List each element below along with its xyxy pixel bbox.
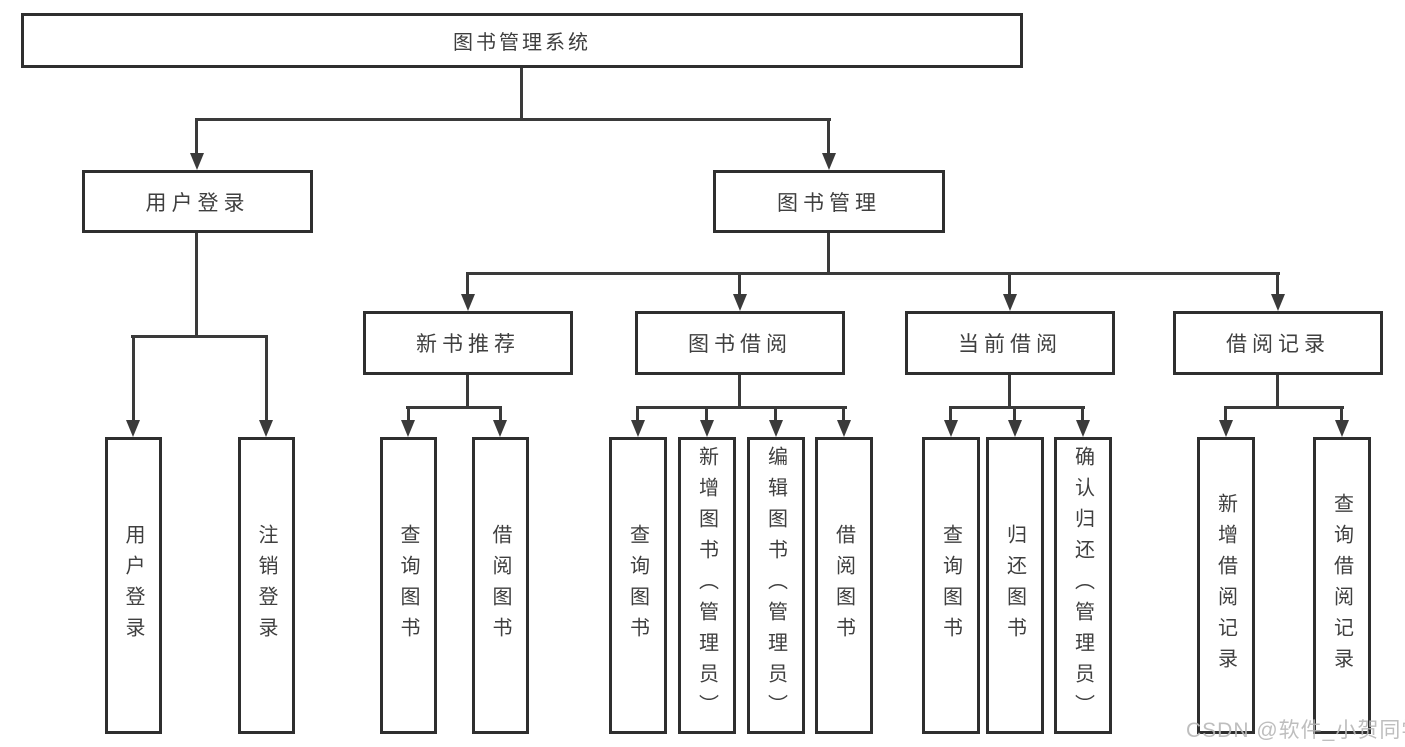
- arrow-down-icon: [631, 420, 645, 437]
- edge-to-cb-query: [949, 406, 952, 423]
- arrow-down-icon: [493, 420, 507, 437]
- leaf-logout: 注销登录: [238, 437, 295, 734]
- arrow-down-icon: [1219, 420, 1233, 437]
- edge-current-borrow-bar: [949, 406, 1085, 409]
- leaf-cb-return-books-label: 归还图书: [1003, 523, 1026, 648]
- leaf-cb-return-books: 归还图书: [986, 437, 1044, 734]
- node-book-borrow: 图书借阅: [635, 311, 845, 375]
- leaf-bb-edit-books: 编辑图书（管理员）: [747, 437, 805, 734]
- edge-to-nb-borrow: [499, 406, 502, 423]
- leaf-user-login: 用户登录: [105, 437, 162, 734]
- node-new-book-recommend-label: 新书推荐: [416, 333, 520, 356]
- arrow-down-icon: [700, 420, 714, 437]
- arrow-down-icon: [944, 420, 958, 437]
- edge-book-borrow-trunk: [738, 375, 741, 408]
- edge-to-bb-add: [705, 406, 708, 423]
- node-root-label: 图书管理系统: [453, 32, 591, 54]
- leaf-cb-confirm-return-label: 确认归还（管理员）: [1071, 446, 1094, 725]
- leaf-logout-label: 注销登录: [255, 523, 277, 648]
- leaf-br-query-record: 查询借阅记录: [1313, 437, 1371, 734]
- leaf-br-query-record-label: 查询借阅记录: [1330, 492, 1353, 679]
- edge-book-management-bar: [466, 272, 1280, 275]
- arrow-down-icon: [769, 420, 783, 437]
- watermark: CSDN @软件_小贺同学: [1186, 719, 1405, 742]
- leaf-bb-query-books: 查询图书: [609, 437, 667, 734]
- node-current-borrow-label: 当前借阅: [958, 333, 1062, 356]
- node-borrow-records-label: 借阅记录: [1226, 333, 1330, 356]
- node-user-login-label: 用户登录: [145, 191, 250, 215]
- arrow-down-icon: [259, 420, 273, 437]
- edge-book-management-trunk: [827, 233, 830, 274]
- edge-root-book-management: [827, 118, 830, 154]
- edge-user-login-bar: [131, 335, 268, 338]
- leaf-nb-query-books: 查询图书: [380, 437, 437, 734]
- edge-root-trunk: [520, 68, 523, 120]
- node-root: 图书管理系统: [21, 13, 1023, 68]
- edge-book-borrow-bar: [636, 406, 847, 409]
- edge-to-br-query: [1340, 406, 1343, 423]
- leaf-cb-confirm-return: 确认归还（管理员）: [1054, 437, 1112, 734]
- node-book-management-label: 图书管理: [777, 191, 881, 215]
- leaf-nb-borrow-books: 借阅图书: [472, 437, 529, 734]
- edge-new-book-bar: [406, 406, 502, 409]
- edge-borrow-records-trunk: [1276, 375, 1279, 408]
- edge-to-br-add: [1224, 406, 1227, 423]
- node-new-book-recommend: 新书推荐: [363, 311, 573, 375]
- edge-to-cb-return: [1013, 406, 1016, 423]
- edge-root-bar: [195, 118, 831, 121]
- edge-to-bb-query: [636, 406, 639, 423]
- node-borrow-records: 借阅记录: [1173, 311, 1383, 375]
- arrow-down-icon: [1335, 420, 1349, 437]
- node-current-borrow: 当前借阅: [905, 311, 1115, 375]
- leaf-nb-query-books-label: 查询图书: [397, 523, 419, 648]
- edge-to-new-book-recommend: [466, 272, 469, 298]
- leaf-bb-borrow-books: 借阅图书: [815, 437, 873, 734]
- arrow-down-icon: [126, 420, 140, 437]
- edge-to-current-borrow: [1008, 272, 1011, 298]
- edge-root-user-login: [195, 118, 198, 154]
- edge-to-cb-confirm: [1081, 406, 1084, 423]
- leaf-br-add-record: 新增借阅记录: [1197, 437, 1255, 734]
- edge-to-borrow-records: [1276, 272, 1279, 298]
- edge-to-ul-user-login: [132, 335, 135, 423]
- arrow-down-icon: [1003, 294, 1017, 311]
- leaf-user-login-label: 用户登录: [122, 523, 144, 648]
- edge-user-login-trunk: [195, 233, 198, 337]
- arrow-down-icon: [822, 153, 836, 170]
- leaf-bb-add-books-label: 新增图书（管理员）: [695, 446, 718, 725]
- leaf-bb-query-books-label: 查询图书: [626, 523, 649, 648]
- edge-to-nb-query: [407, 406, 410, 423]
- arrow-down-icon: [733, 294, 747, 311]
- edge-borrow-records-bar: [1224, 406, 1344, 409]
- node-user-login: 用户登录: [82, 170, 313, 233]
- arrow-down-icon: [190, 153, 204, 170]
- arrow-down-icon: [837, 420, 851, 437]
- arrow-down-icon: [461, 294, 475, 311]
- leaf-bb-edit-books-label: 编辑图书（管理员）: [764, 446, 787, 725]
- arrow-down-icon: [401, 420, 415, 437]
- leaf-cb-query-books: 查询图书: [922, 437, 980, 734]
- arrow-down-icon: [1008, 420, 1022, 437]
- edge-current-borrow-trunk: [1008, 375, 1011, 408]
- arrow-down-icon: [1271, 294, 1285, 311]
- leaf-cb-query-books-label: 查询图书: [939, 523, 962, 648]
- arrow-down-icon: [1076, 420, 1090, 437]
- leaf-bb-add-books: 新增图书（管理员）: [678, 437, 736, 734]
- edge-new-book-trunk: [466, 375, 469, 408]
- leaf-bb-borrow-books-label: 借阅图书: [832, 523, 855, 648]
- node-book-borrow-label: 图书借阅: [688, 333, 792, 356]
- leaf-nb-borrow-books-label: 借阅图书: [489, 523, 511, 648]
- edge-to-ul-logout: [265, 335, 268, 423]
- node-book-management: 图书管理: [713, 170, 945, 233]
- edge-to-bb-borrow: [842, 406, 845, 423]
- leaf-br-add-record-label: 新增借阅记录: [1214, 492, 1237, 679]
- edge-to-book-borrow: [738, 272, 741, 298]
- edge-to-bb-edit: [774, 406, 777, 423]
